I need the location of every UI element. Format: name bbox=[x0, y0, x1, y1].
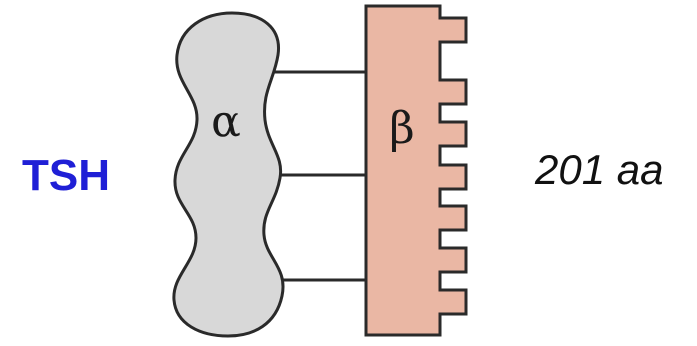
alpha-symbol: α bbox=[211, 96, 241, 147]
beta-symbol: β bbox=[389, 103, 414, 154]
subunit-links bbox=[270, 70, 366, 282]
alpha-subunit-shape bbox=[172, 11, 285, 338]
residue-count-label: 201 aa bbox=[535, 146, 664, 193]
hormone-name-label: TSH bbox=[22, 151, 110, 200]
beta-subunit-shape bbox=[364, 4, 468, 337]
